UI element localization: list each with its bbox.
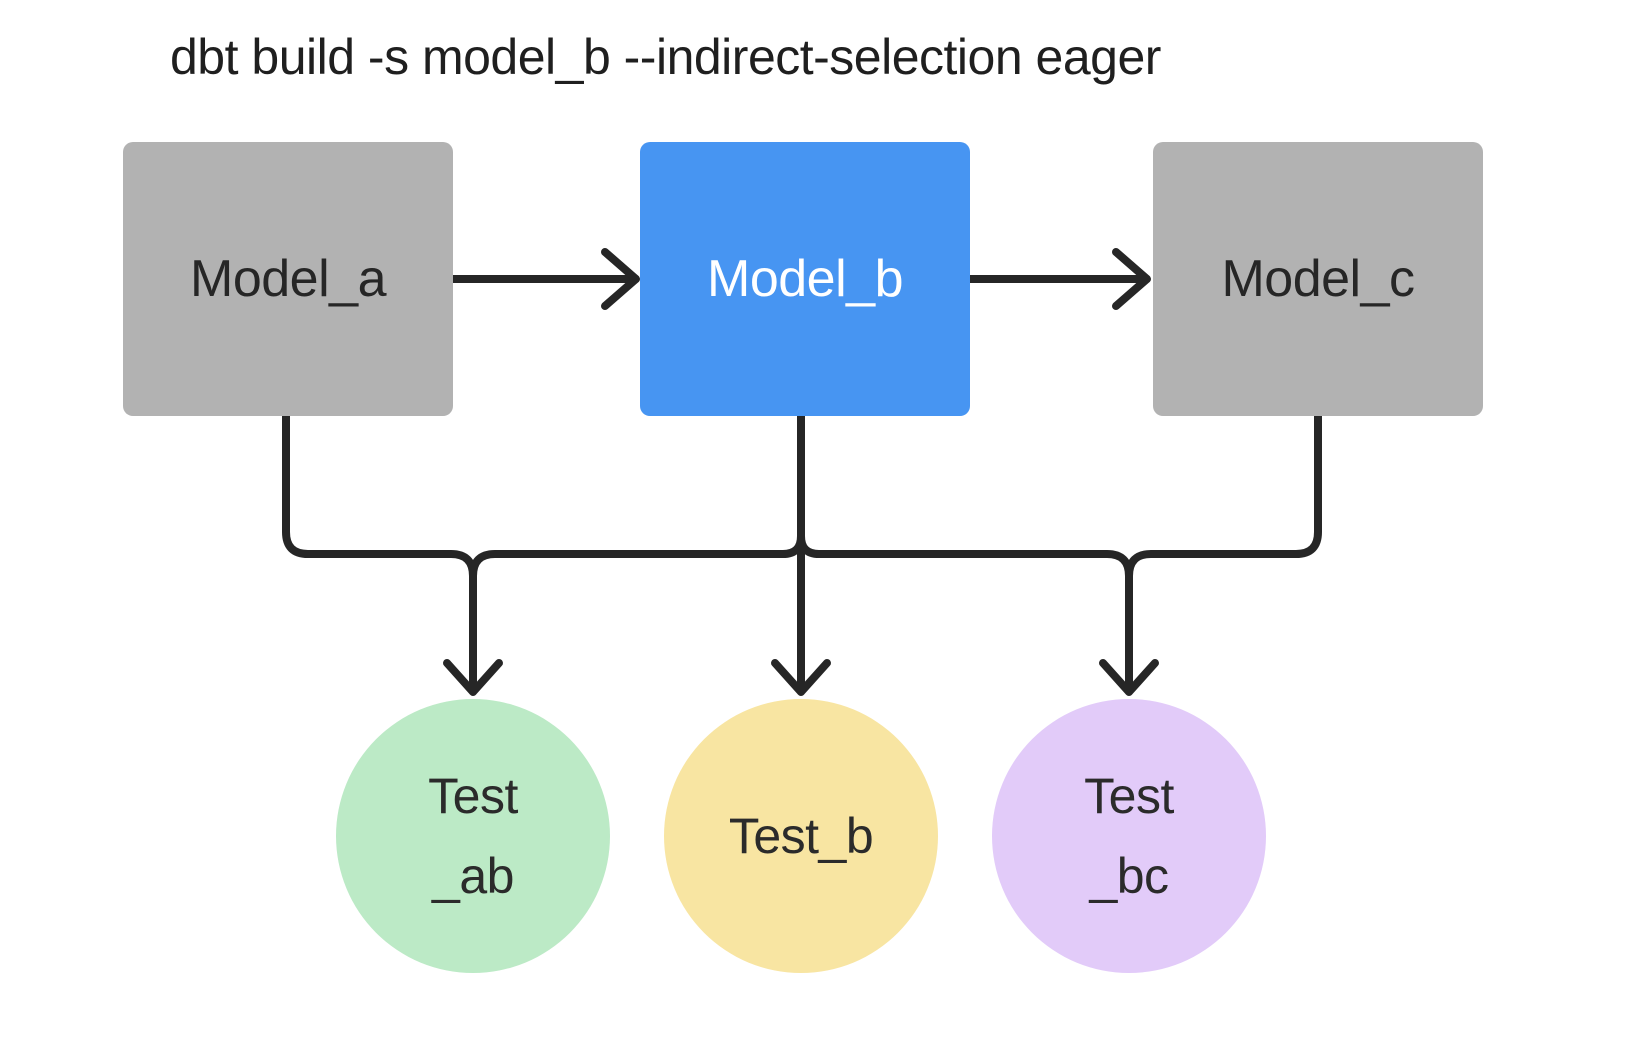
node-test-bc: Test _bc <box>992 699 1266 973</box>
node-model-c: Model_c <box>1153 142 1483 416</box>
node-model-c-label: Model_c <box>1221 250 1415 308</box>
edge-model-a-to-test-ab <box>282 412 477 693</box>
arrowhead-model-b <box>601 248 640 310</box>
node-model-a-label: Model_a <box>190 250 386 308</box>
arrowhead-test-ab <box>443 659 503 696</box>
node-test-ab: Test _ab <box>336 699 610 973</box>
node-test-bc-label-line2: _bc <box>1089 848 1169 904</box>
node-test-b-label: Test_b <box>728 808 874 864</box>
arrowhead-model-c <box>1112 248 1151 310</box>
diagram-title: dbt build -s model_b --indirect-selectio… <box>170 29 1161 85</box>
edge-model-c-to-test-bc <box>1125 412 1322 693</box>
node-model-a: Model_a <box>123 142 453 416</box>
node-model-b: Model_b <box>640 142 970 416</box>
node-test-ab-label-line2: _ab <box>432 848 514 904</box>
node-test-ab-label-line1: Test <box>428 768 518 824</box>
edge-group <box>282 248 1322 696</box>
edge-model-b-to-test-bc <box>797 412 1133 693</box>
edge-model-b-to-test-ab <box>469 412 805 693</box>
node-test-bc-label-line1: Test <box>1084 768 1174 824</box>
arrowhead-test-b <box>771 659 831 696</box>
node-model-b-label: Model_b <box>707 250 903 308</box>
arrowhead-test-bc <box>1099 659 1159 696</box>
node-test-b: Test_b <box>664 699 938 973</box>
